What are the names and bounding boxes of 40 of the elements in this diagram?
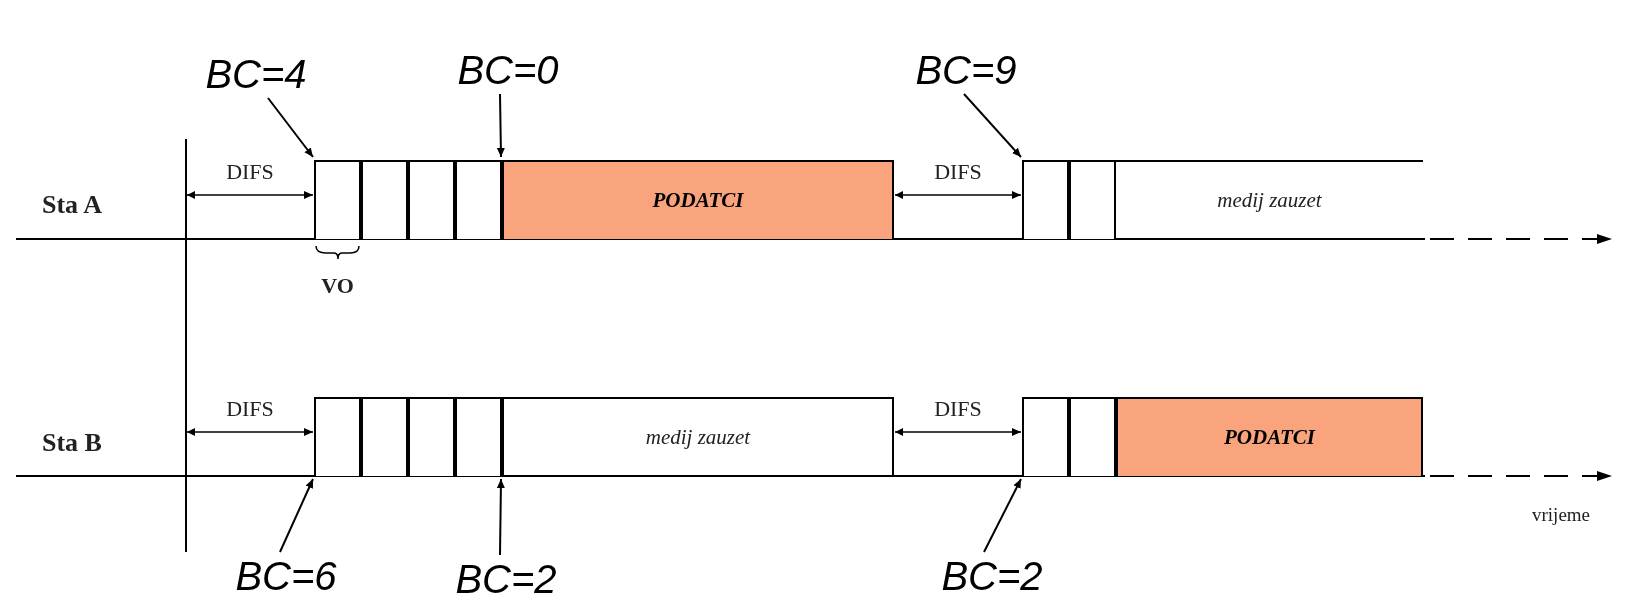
edge-label: DIFS <box>225 396 275 422</box>
data-frame-box: PODATCI <box>502 160 894 239</box>
counter-label: BC=6 <box>230 552 342 600</box>
busy-medium-box: medij zauzet <box>1116 160 1423 239</box>
interval-arrow <box>894 428 1022 436</box>
interval-arrow <box>894 191 1022 199</box>
leader-arrow <box>983 478 1022 553</box>
counter-label: BC=4 <box>200 50 312 98</box>
interval-arrow <box>186 191 314 199</box>
leader-arrow <box>963 93 1022 158</box>
station-label: Sta A <box>42 190 102 220</box>
station-label: Sta B <box>42 428 102 458</box>
backoff-slot <box>1022 160 1069 239</box>
leader-arrow <box>496 93 505 158</box>
leader-arrow <box>496 478 505 556</box>
axis-label: vrijeme <box>1532 504 1591 526</box>
backoff-slot <box>314 397 361 476</box>
leader-arrow <box>267 97 314 158</box>
backoff-slot <box>1069 397 1116 476</box>
slot-label: VO <box>320 273 355 299</box>
backoff-slot <box>455 160 502 239</box>
backoff-slot <box>455 397 502 476</box>
backoff-slot <box>1069 160 1116 239</box>
counter-label: BC=0 <box>452 46 564 94</box>
backoff-slot <box>408 160 455 239</box>
edge-label: DIFS <box>933 396 983 422</box>
busy-medium-box: medij zauzet <box>502 397 894 476</box>
edge-label: DIFS <box>933 159 983 185</box>
edge-label: DIFS <box>225 159 275 185</box>
backoff-slot <box>1022 397 1069 476</box>
counter-label: BC=2 <box>936 552 1048 600</box>
backoff-slot <box>361 160 408 239</box>
counter-label: BC=2 <box>450 555 562 603</box>
backoff-slot <box>314 160 361 239</box>
leader-arrow <box>279 478 314 553</box>
counter-label: BC=9 <box>910 46 1022 94</box>
backoff-slot <box>361 397 408 476</box>
interval-arrow <box>186 428 314 436</box>
backoff-slot <box>408 397 455 476</box>
data-frame-box: PODATCI <box>1116 397 1423 476</box>
